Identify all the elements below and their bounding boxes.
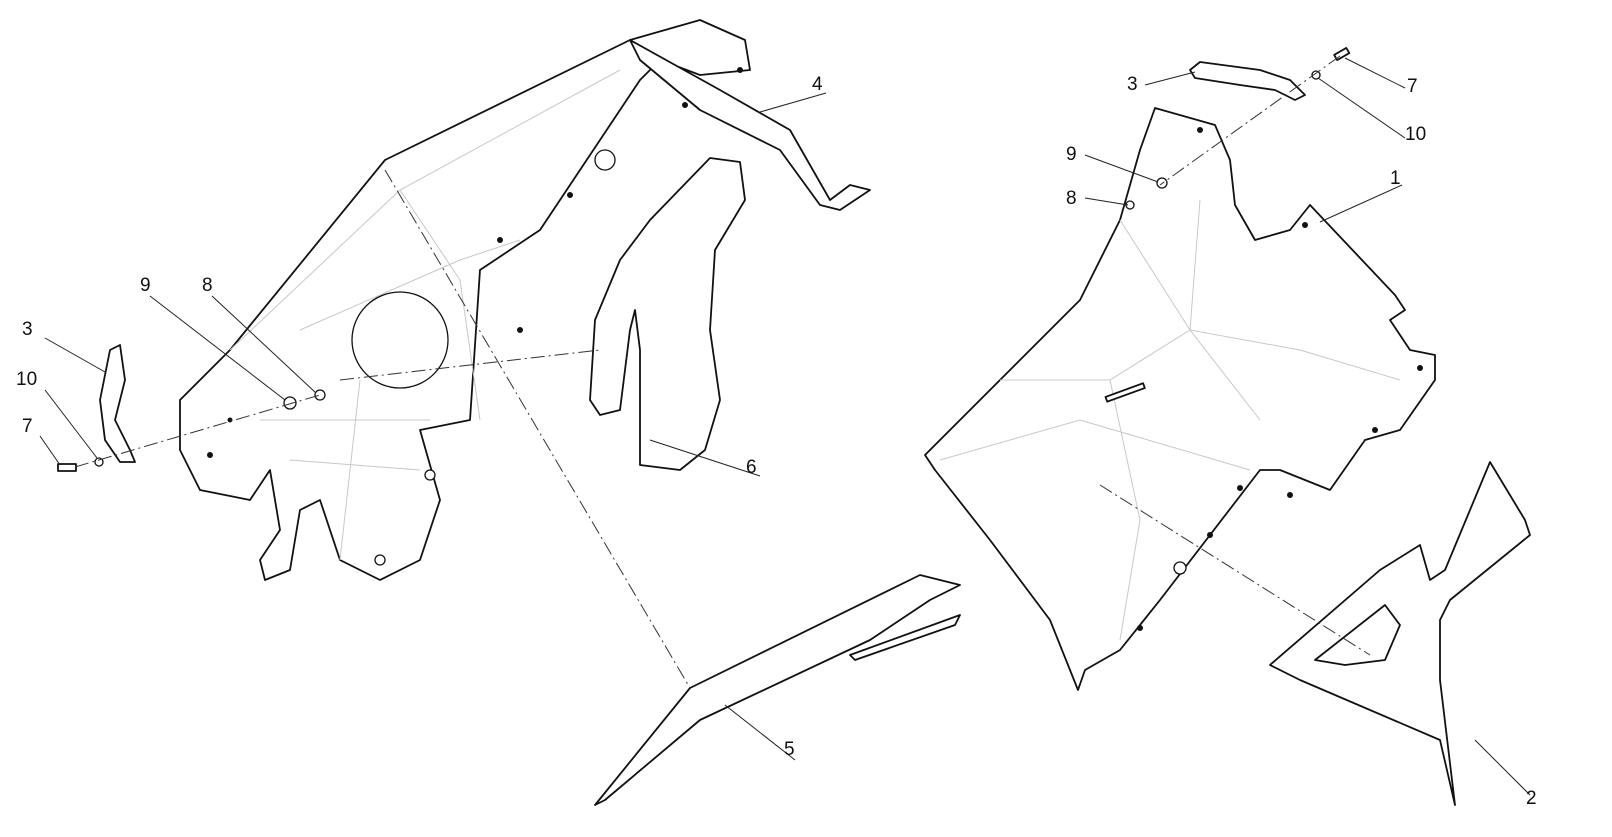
fasteners-left — [57, 389, 326, 472]
callout-right-9: 9 — [1066, 144, 1077, 165]
callout-6: 6 — [746, 457, 757, 478]
callout-4: 4 — [812, 74, 823, 95]
part-4-bracket — [629, 39, 871, 211]
part-left-panel — [179, 19, 751, 581]
leader-lines — [39, 57, 1531, 796]
callout-labels: 3 10 7 9 8 4 6 5 3 7 10 9 8 1 2 — [16, 74, 1537, 809]
part-5-rail — [594, 574, 961, 806]
callout-left-10: 10 — [16, 369, 37, 390]
callout-left-8: 8 — [202, 275, 213, 296]
part-1-panel — [924, 107, 1436, 691]
callout-left-7: 7 — [22, 416, 33, 437]
callout-1: 1 — [1390, 168, 1401, 189]
callout-right-8: 8 — [1066, 188, 1077, 209]
callout-left-9: 9 — [140, 275, 151, 296]
callout-right-3: 3 — [1127, 74, 1138, 95]
callout-5: 5 — [784, 739, 795, 760]
callout-right-10: 10 — [1405, 124, 1426, 145]
part-6-cover — [589, 157, 746, 471]
callout-right-7: 7 — [1407, 76, 1418, 97]
callout-left-3: 3 — [22, 319, 33, 340]
callout-2: 2 — [1526, 788, 1537, 809]
part-3-hinge-left — [99, 344, 136, 463]
part-2-cover — [1269, 461, 1531, 806]
part-3-hinge-right — [1189, 61, 1306, 101]
